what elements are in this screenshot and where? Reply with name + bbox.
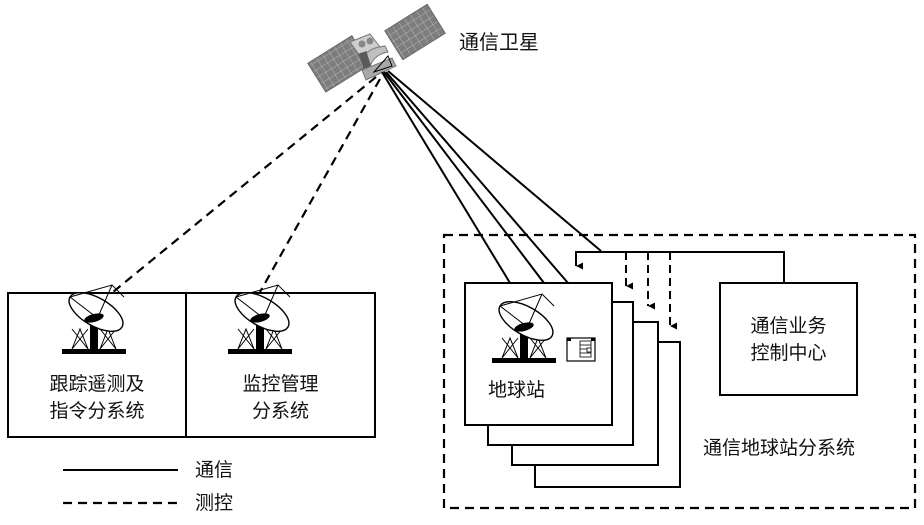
control-bus [575, 251, 785, 283]
tracking-subsystem-label-2: 指令分系统 [49, 400, 145, 422]
comm-link-2 [383, 71, 545, 284]
comm-link-1 [381, 71, 511, 284]
ttc-link-tracking [112, 76, 377, 293]
comm-link-4 [387, 70, 602, 252]
equipment-window-icon [566, 337, 596, 362]
ground-subsystem-label: 通信地球站分系统 [703, 437, 856, 459]
satellite-label: 通信卫星 [459, 30, 539, 54]
control-center-box [719, 282, 858, 396]
control-center-label-2: 控制中心 [750, 342, 827, 364]
ttc-link-monitoring [259, 78, 381, 293]
monitoring-subsystem-label-1: 监控管理 [242, 373, 319, 395]
earth-station-label: 地球站 [488, 379, 546, 401]
control-center-label-1: 通信业务 [750, 315, 827, 337]
legend-ttc-label: 测控 [195, 492, 234, 514]
tracking-subsystem-label-1: 跟踪遥测及 [49, 373, 145, 395]
monitoring-subsystem-label-2: 分系统 [251, 400, 309, 422]
ground-subsystem-boundary [442, 233, 917, 510]
legend-comm-label: 通信 [195, 459, 234, 481]
satellite-icon [307, 3, 446, 93]
comm-link-3 [385, 71, 569, 284]
